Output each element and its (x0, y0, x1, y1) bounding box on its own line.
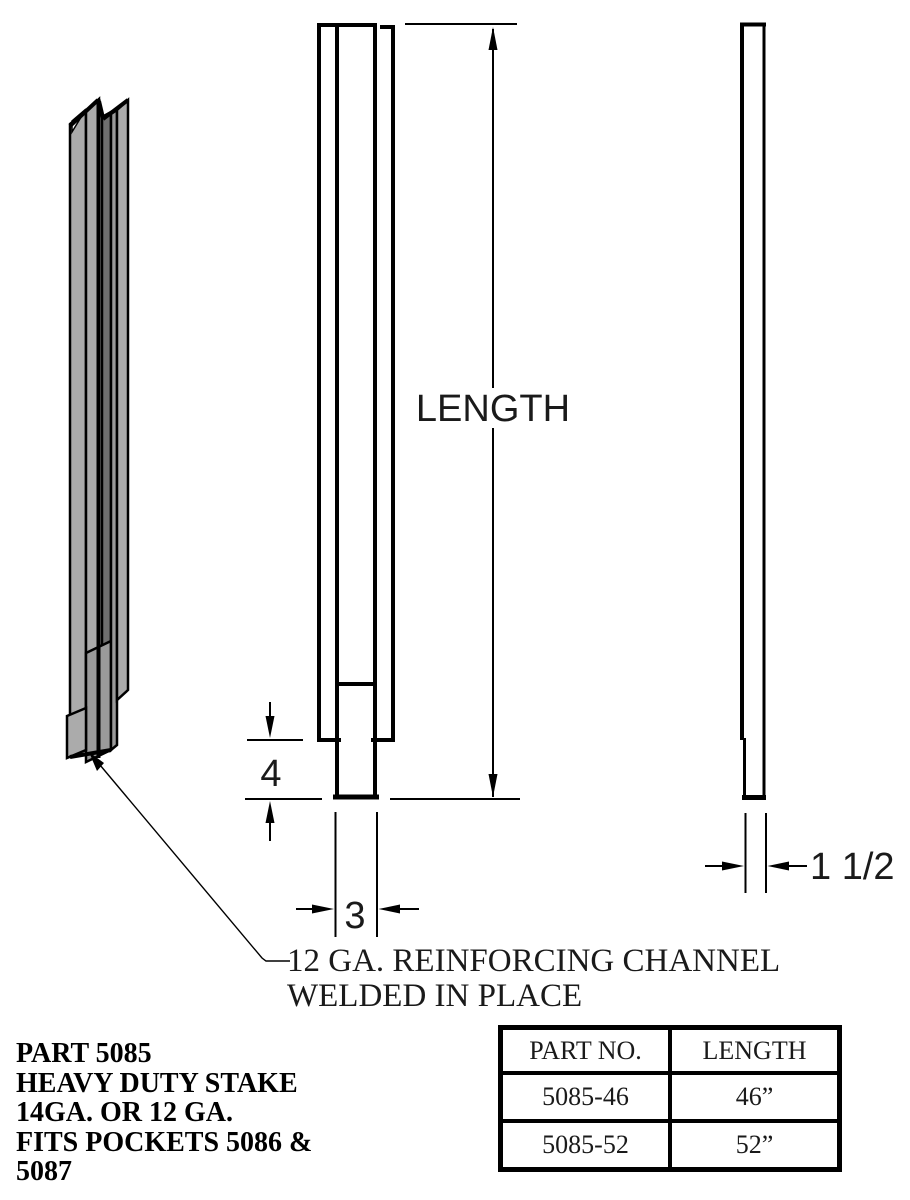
parts-table-row: 5085-46 46” (498, 1071, 842, 1123)
iso-inner-channel-flange (65, 706, 88, 760)
length-dimension: LENGTH (390, 23, 570, 800)
parts-table-cell-part-no: 5085-46 (498, 1071, 672, 1123)
annotation-line-2: WELDED IN PLACE (287, 978, 583, 1014)
protrusion-dimension-label: 4 (260, 753, 281, 795)
thickness-arrow-left (767, 861, 789, 871)
length-arrow-up (488, 27, 498, 50)
iso-top-left-edge (68, 98, 100, 128)
width-dimension: 3 (296, 812, 419, 937)
protrusion-arrow-down (265, 716, 275, 738)
part-info-line: FITS POCKETS 5086 & (16, 1126, 313, 1158)
thickness-arrow-right (722, 861, 744, 871)
part-info-block: PART 5085 HEAVY DUTY STAKE 14GA. OR 12 G… (16, 1039, 312, 1187)
thickness-dimension: 1 1/2 (705, 813, 895, 893)
width-dimension-label: 3 (344, 895, 365, 937)
parts-table: PART NO. LENGTH 5085-46 46” 5085-52 52” (498, 1025, 842, 1172)
part-info-line: 5087 (16, 1156, 72, 1187)
leader-path (99, 764, 290, 962)
parts-table-cell-length: 52” (668, 1119, 842, 1172)
parts-table-header-length: LENGTH (668, 1025, 842, 1075)
iso-left-flange-face (68, 108, 88, 732)
iso-top-notch-edge (97, 100, 105, 119)
leader-line (89, 752, 290, 962)
parts-table-row: 5085-52 52” (498, 1119, 842, 1172)
length-arrow-down (488, 774, 498, 797)
part-info-line: HEAVY DUTY STAKE (16, 1067, 298, 1099)
width-arrow-right (312, 904, 334, 914)
iso-web-dark-face (100, 109, 113, 651)
parts-table-cell-part-no: 5085-52 (498, 1119, 672, 1172)
annotation-line-1: 12 GA. REINFORCING CHANNEL (287, 943, 781, 979)
parts-table-header-part-no: PART NO. (498, 1025, 672, 1075)
protrusion-dimension: 4 (245, 702, 322, 841)
iso-right-flange-face (115, 97, 130, 703)
annotation-reinforcing-channel: 12 GA. REINFORCING CHANNEL WELDED IN PLA… (287, 944, 780, 1014)
side-view (740, 22, 766, 800)
width-arrow-left (378, 904, 400, 914)
protrusion-arrow-up (265, 801, 275, 823)
part-info-line: 14GA. OR 12 GA. (16, 1097, 233, 1128)
isometric-view (65, 96, 130, 764)
thickness-dimension-label: 1 1/2 (810, 846, 895, 888)
iso-top-right-edge (101, 98, 130, 121)
parts-table-header-row: PART NO. LENGTH (498, 1025, 842, 1075)
part-info-line: PART 5085 (16, 1038, 152, 1069)
length-dimension-label: LENGTH (416, 388, 570, 430)
parts-table-cell-length: 46” (668, 1071, 842, 1123)
front-view (317, 23, 395, 800)
